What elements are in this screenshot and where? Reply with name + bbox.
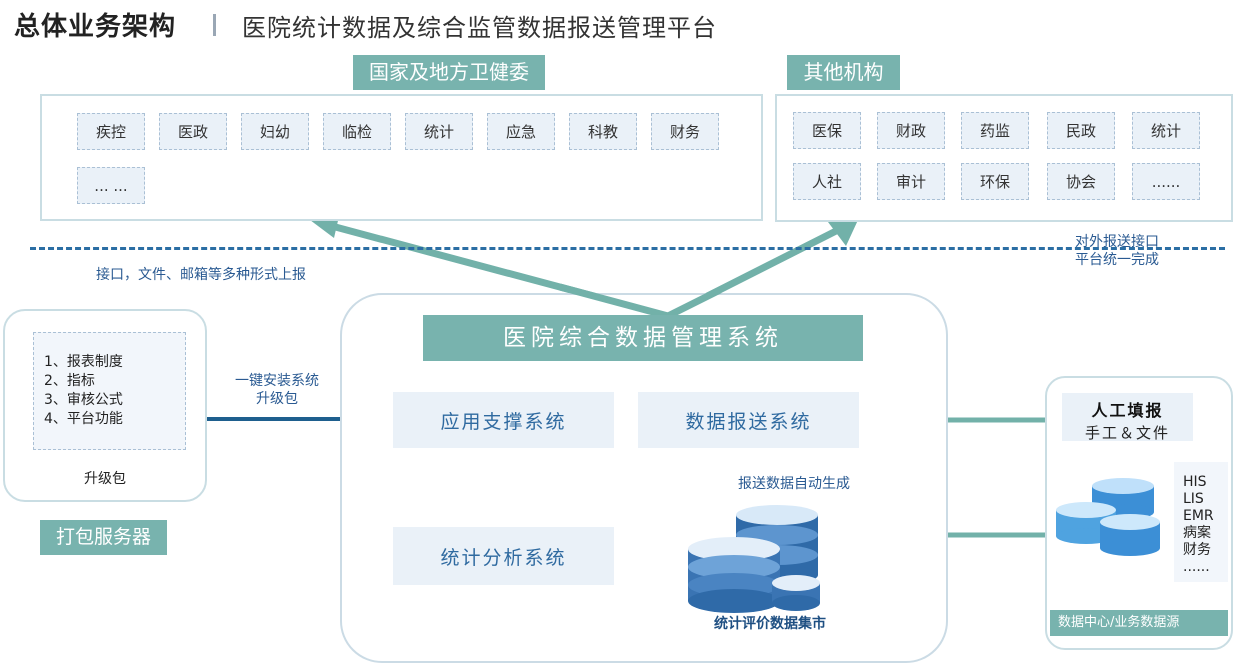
national-item: 疾控 <box>77 113 145 150</box>
auto-generate-note: 报送数据自动生成 <box>738 476 850 492</box>
package-item-2: 2、指标 <box>44 373 95 389</box>
source-system-item: 财务 <box>1183 542 1211 558</box>
package-item-1: 1、报表制度 <box>44 354 123 370</box>
other-item: 环保 <box>961 163 1029 200</box>
source-system-item: 病案 <box>1183 525 1211 541</box>
other-panel: 医保 财政 药监 民政 统计 人社 审计 环保 协会 ...... <box>775 94 1233 222</box>
app-support-system: 应用支撑系统 <box>393 392 614 448</box>
data-report-system: 数据报送系统 <box>638 392 859 448</box>
page-title: 总体业务架构 <box>14 12 177 42</box>
fan-arrow-left-seg <box>559 283 669 320</box>
national-item: 医政 <box>159 113 227 150</box>
other-label: 其他机构 <box>787 55 900 90</box>
other-item: 药监 <box>961 112 1029 149</box>
package-caption: 升级包 <box>84 471 126 487</box>
package-contents: 1、报表制度 2、指标 3、审核公式 4、平台功能 <box>33 332 186 450</box>
arrowhead-other <box>828 220 858 246</box>
page-subtitle: 医院统计数据及综合监管数据报送管理平台 <box>242 14 717 42</box>
manual-entry-box: 人工填报 手工＆文件 <box>1062 393 1193 442</box>
national-item: 临检 <box>323 113 391 150</box>
source-systems-list: HIS LIS EMR 病案 财务 ...... <box>1174 462 1228 582</box>
other-item: ...... <box>1132 163 1200 200</box>
national-item: 统计 <box>405 113 473 150</box>
national-item: 妇幼 <box>241 113 309 150</box>
manual-entry-title: 人工填报 <box>1091 401 1164 420</box>
national-item: 科教 <box>569 113 637 150</box>
other-item: 审计 <box>877 163 945 200</box>
other-item: 人社 <box>793 163 861 200</box>
data-center-db-icon <box>1056 478 1160 556</box>
source-system-item: ...... <box>1183 559 1210 575</box>
fan-arrow-right-seg <box>666 286 722 320</box>
national-label: 国家及地方卫健委 <box>353 55 545 90</box>
package-server-label: 打包服务器 <box>40 520 167 555</box>
database-stack-icon <box>688 505 820 613</box>
report-methods-note: 接口，文件、邮箱等多种形式上报 <box>96 267 306 283</box>
other-item: 医保 <box>793 112 861 149</box>
install-note-2: 升级包 <box>256 391 298 407</box>
manual-entry-sub: 手工＆文件 <box>1084 424 1170 442</box>
boundary-divider <box>30 247 1225 250</box>
other-item: 协会 <box>1047 163 1115 200</box>
package-item-3: 3、审核公式 <box>44 392 123 408</box>
national-item: 应急 <box>487 113 555 150</box>
system-title: 医院综合数据管理系统 <box>423 315 863 361</box>
datamart-label: 统计评价数据集市 <box>714 616 826 632</box>
source-system-item: HIS <box>1183 474 1207 490</box>
install-note-1: 一键安装系统 <box>235 373 319 389</box>
data-center-footer: 数据中心/业务数据源 <box>1050 610 1228 636</box>
stat-analysis-system: 统计分析系统 <box>393 527 614 585</box>
title-divider <box>213 14 216 36</box>
other-item: 财政 <box>877 112 945 149</box>
national-item: ... ... <box>77 167 145 204</box>
source-system-item: LIS <box>1183 491 1204 507</box>
national-item: 财务 <box>651 113 719 150</box>
source-system-item: EMR <box>1183 508 1214 524</box>
other-item: 民政 <box>1047 112 1115 149</box>
other-item: 统计 <box>1132 112 1200 149</box>
external-interface-note-1: 对外报送接口 <box>1075 234 1159 250</box>
package-item-4: 4、平台功能 <box>44 411 123 427</box>
national-panel: 疾控 医政 妇幼 临检 统计 应急 科教 财务 ... ... <box>40 94 763 221</box>
external-interface-note-2: 平台统一完成 <box>1075 252 1159 268</box>
